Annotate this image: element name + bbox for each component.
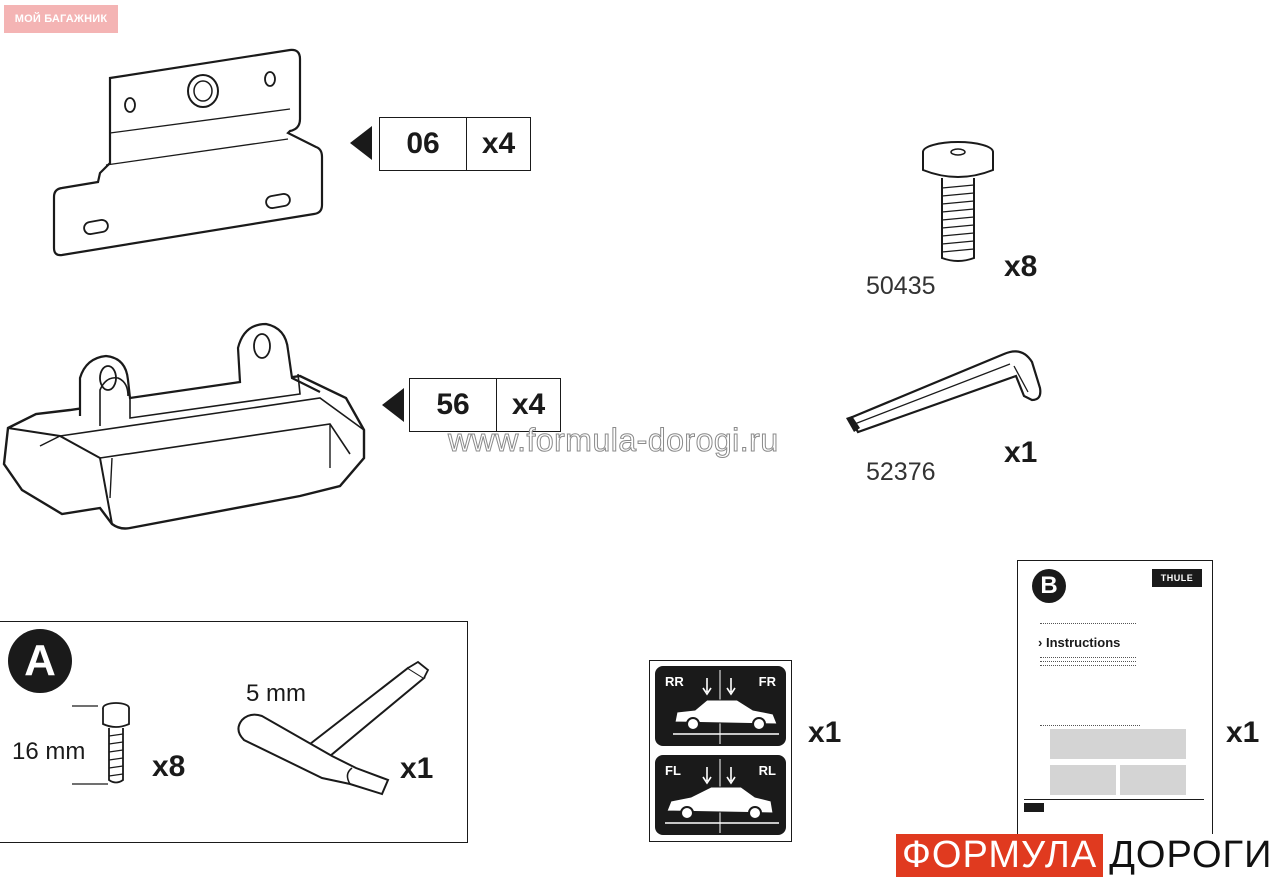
wrench-qty: x1 bbox=[400, 752, 434, 785]
screw-qty: x8 bbox=[1004, 250, 1038, 283]
section-a-badge: A bbox=[8, 629, 72, 693]
brand-red-part: ФОРМУЛА bbox=[896, 834, 1104, 877]
instruction-manual: B THULE › Instructions bbox=[1017, 560, 1213, 836]
screw-length-label: 16 mm bbox=[12, 738, 86, 765]
car-side-icon bbox=[665, 759, 779, 833]
site-tag: МОЙ БАГАЖНИК bbox=[4, 5, 118, 33]
pointer-arrow-icon bbox=[350, 126, 372, 160]
t-wrench-illustration bbox=[237, 660, 430, 796]
wrench-size-label: 5 mm bbox=[246, 680, 306, 707]
part-qty: x4 bbox=[466, 118, 530, 170]
part-qty: x4 bbox=[496, 379, 560, 431]
key-qty: x1 bbox=[1004, 436, 1038, 469]
hex-key-illustration bbox=[846, 350, 1042, 434]
brand-black-part: ДОРОГИ bbox=[1103, 834, 1279, 877]
sticker-rear-front: RR FR bbox=[655, 666, 786, 746]
cap-screw-qty: x8 bbox=[152, 750, 186, 783]
sticker-label-fr: FR bbox=[758, 674, 776, 689]
sticker-front-rear: FL RL bbox=[655, 755, 786, 835]
sticker-label-fl: FL bbox=[665, 763, 681, 778]
divider bbox=[1024, 799, 1204, 800]
screw-part-number: 50435 bbox=[866, 272, 936, 300]
foot-illustration bbox=[2, 322, 366, 530]
barcode-block bbox=[1024, 803, 1044, 812]
screw-illustration bbox=[922, 141, 994, 262]
divider bbox=[1040, 725, 1140, 726]
bracket-plate-illustration bbox=[52, 48, 324, 257]
section-b-badge: B bbox=[1032, 569, 1066, 603]
divider bbox=[1040, 665, 1136, 666]
divider bbox=[1040, 661, 1136, 662]
key-part-number: 52376 bbox=[866, 458, 936, 486]
manual-title: › Instructions bbox=[1038, 635, 1120, 650]
manual-title-text: Instructions bbox=[1045, 635, 1121, 650]
part-code: 56 bbox=[436, 388, 470, 421]
thule-logo: THULE bbox=[1152, 569, 1202, 587]
sticker-qty: x1 bbox=[808, 716, 842, 749]
car-side-icon bbox=[673, 670, 779, 744]
pointer-arrow-icon bbox=[382, 388, 404, 422]
brand-logo: ФОРМУЛА ДОРОГИ bbox=[896, 834, 1279, 877]
watermark-text: www.formula-dorogi.ru bbox=[448, 422, 779, 459]
chevron-right-icon: › bbox=[1038, 635, 1043, 650]
gray-block bbox=[1120, 765, 1186, 795]
divider bbox=[1040, 657, 1136, 658]
gray-block bbox=[1050, 765, 1116, 795]
divider bbox=[1040, 623, 1136, 624]
cap-screw-illustration bbox=[72, 702, 130, 785]
tools-box bbox=[0, 621, 468, 843]
sticker-label-rr: RR bbox=[665, 674, 684, 689]
part-56-label: 56 x4 bbox=[409, 378, 561, 432]
manual-qty: x1 bbox=[1226, 716, 1260, 749]
position-sticker-sheet: RR FR FL RL bbox=[649, 660, 792, 842]
gray-block bbox=[1050, 729, 1186, 759]
part-06-label: 06 x4 bbox=[379, 117, 531, 171]
part-code: 06 bbox=[406, 127, 440, 160]
sticker-label-rl: RL bbox=[758, 763, 776, 778]
